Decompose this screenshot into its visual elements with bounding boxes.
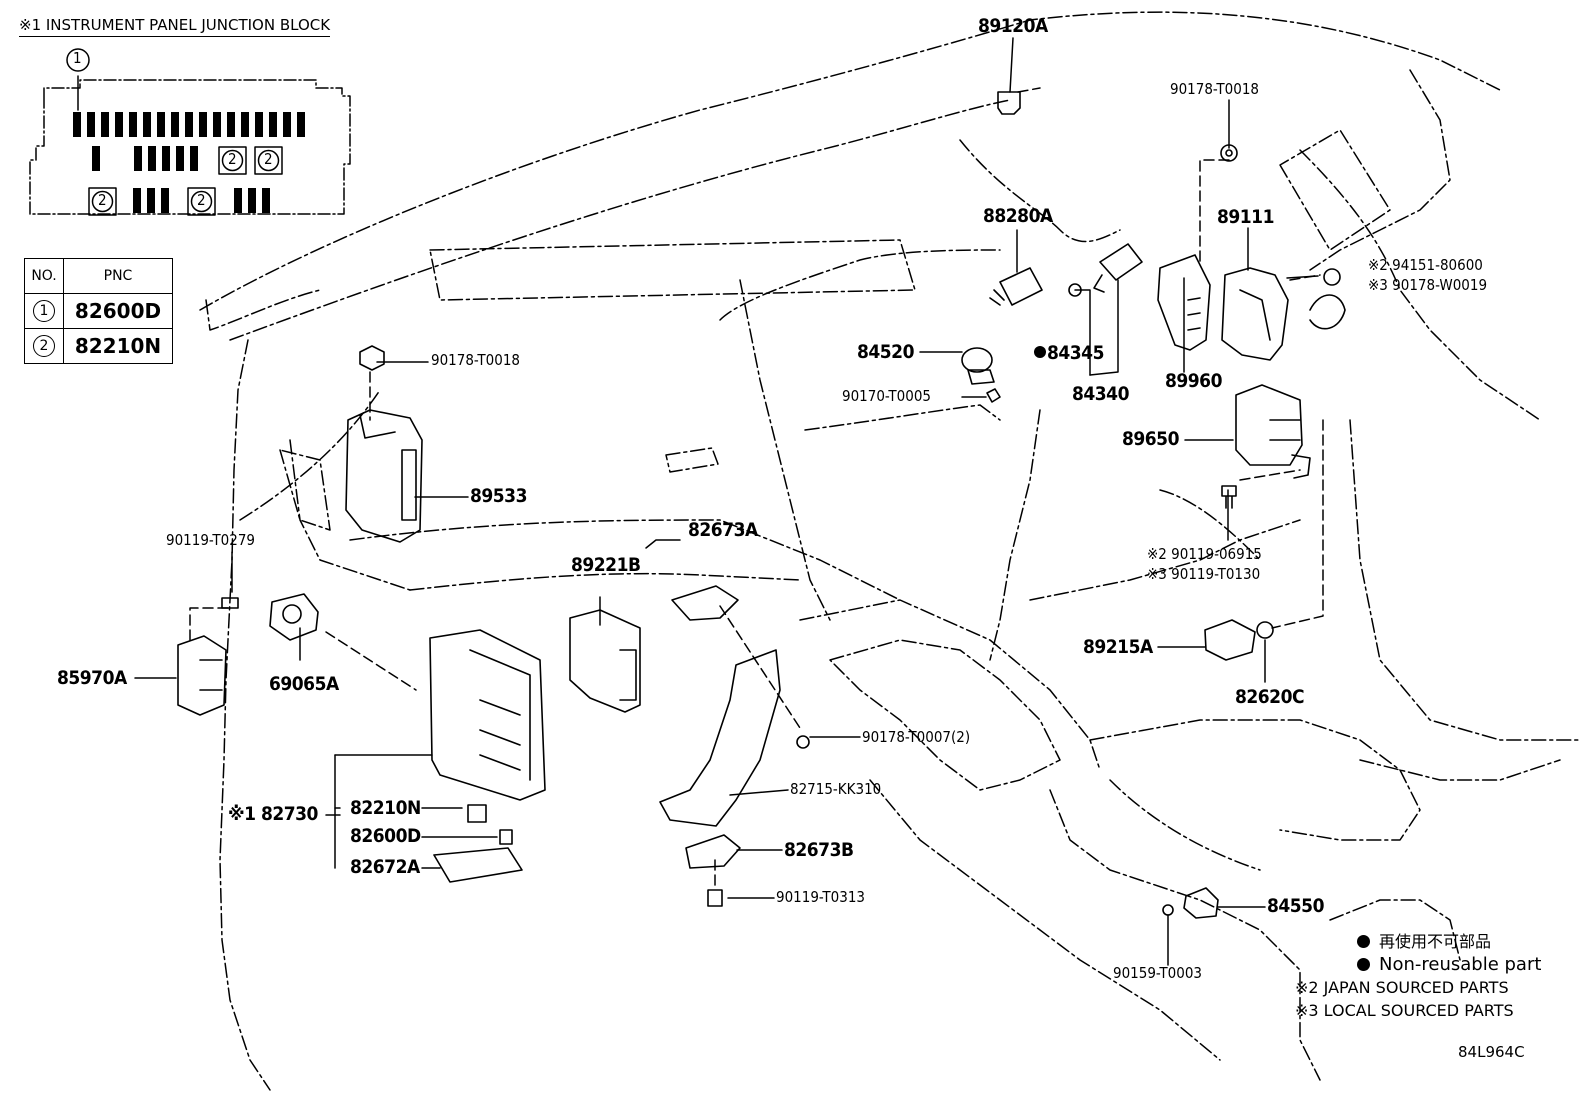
row-pnc: 82210N: [63, 328, 173, 364]
part-label-90178-t0007: 90178-T0007(2): [862, 728, 971, 746]
pnc-table: NO. PNC 1 82600D 2 82210N: [24, 258, 173, 364]
glovebox-outline: [279, 239, 916, 591]
legend-japan-sourced: ※2 JAPAN SOURCED PARTS: [1295, 978, 1509, 997]
junction-block-drawing: [29, 48, 351, 216]
part-label-82730: ※1 82730: [228, 803, 318, 825]
row-number-badge: 1: [33, 300, 55, 322]
junction-callout-number: 1: [73, 49, 82, 67]
part-label-82210n: 82210N: [350, 797, 421, 819]
part-label-94151-80600: ※2 94151-80600: [1368, 256, 1483, 274]
table-row: 1 82600D: [24, 293, 173, 329]
part-label-90178-w0019: ※3 90178-W0019: [1368, 276, 1488, 294]
part-label-90119-t0130: ※3 90119-T0130: [1147, 565, 1261, 583]
legend: 再使用不可部品 Non-reusable part ※2 JAPAN SOURC…: [1295, 930, 1541, 1022]
part-label-82600d: 82600D: [350, 825, 421, 847]
row-pnc: 82600D: [63, 293, 173, 329]
part-label-90119-06915: ※2 90119-06915: [1147, 545, 1262, 563]
mount-leaders: [189, 87, 1324, 887]
part-label-89221b: 89221B: [571, 554, 641, 576]
part-label-90159-t0003: 90159-T0003: [1113, 964, 1202, 982]
part-label-84340: 84340: [1072, 383, 1129, 405]
non-reusable-dot: [1357, 935, 1370, 948]
table-header-row: NO. PNC: [24, 258, 173, 294]
part-label-84520: 84520: [857, 341, 914, 363]
part-label-90119-t0313: 90119-T0313: [776, 888, 865, 906]
junction-cell-mark: 2: [228, 150, 237, 168]
part-label-90178-t0018-left: 90178-T0018: [431, 351, 520, 369]
dashboard-outline: [199, 11, 1581, 1091]
part-label-84550: 84550: [1267, 895, 1324, 917]
non-reusable-dot: [1034, 346, 1046, 358]
diagram-code: 84L964C: [1458, 1043, 1525, 1061]
legend-non-reusable-en: Non-reusable part: [1357, 953, 1541, 976]
part-label-89111: 89111: [1217, 206, 1274, 228]
part-label-82672a: 82672A: [350, 856, 420, 878]
non-reusable-dot: [1357, 958, 1370, 971]
junction-block-title: ※1 INSTRUMENT PANEL JUNCTION BLOCK: [19, 16, 331, 37]
part-label-89215a: 89215A: [1083, 636, 1153, 658]
part-label-89960: 89960: [1165, 370, 1222, 392]
part-label-82673b: 82673B: [784, 839, 854, 861]
part-label-82715-kk310: 82715-KK310: [790, 780, 882, 798]
legend-local-sourced: ※3 LOCAL SOURCED PARTS: [1295, 1001, 1514, 1020]
junction-cell-mark: 2: [98, 191, 107, 209]
header-pnc: PNC: [63, 258, 173, 294]
part-label-82673a: 82673A: [688, 519, 758, 541]
row-number-badge: 2: [33, 335, 55, 357]
part-label-82620c: 82620C: [1235, 686, 1305, 708]
table-row: 2 82210N: [24, 328, 173, 364]
legend-non-reusable-jp: 再使用不可部品: [1357, 930, 1541, 953]
header-no: NO.: [24, 258, 64, 294]
part-label-90170-t0005: 90170-T0005: [842, 387, 931, 405]
part-label-88280a: 88280A: [983, 205, 1053, 227]
component-parts: [177, 91, 1346, 919]
part-label-89650: 89650: [1122, 428, 1179, 450]
part-label-90119-t0279: 90119-T0279: [166, 531, 255, 549]
leader-lines: [134, 37, 1319, 966]
junction-cell-mark: 2: [197, 191, 206, 209]
part-label-90178-t0018: 90178-T0018: [1170, 80, 1259, 98]
part-label-85970a: 85970A: [57, 667, 127, 689]
part-label-84345: 84345: [1034, 344, 1104, 363]
junction-cell-mark: 2: [264, 150, 273, 168]
part-label-69065a: 69065A: [269, 673, 339, 695]
part-label-89533: 89533: [470, 485, 527, 507]
part-label-89120a: 89120A: [978, 15, 1048, 37]
